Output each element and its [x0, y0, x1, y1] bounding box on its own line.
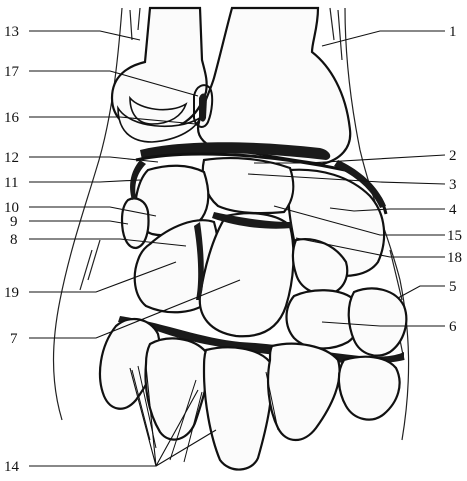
label-3: 3 [449, 177, 457, 193]
label-2: 2 [449, 148, 457, 164]
leader-9 [29, 221, 128, 224]
label-5: 5 [449, 279, 457, 295]
first-metacarpal-base [349, 288, 407, 355]
leader-12 [29, 157, 158, 162]
radioulnar-joint-cavity [199, 94, 207, 122]
leader-5 [398, 286, 445, 298]
label-16: 16 [4, 110, 20, 126]
label-14: 14 [4, 459, 20, 475]
label-12: 12 [4, 150, 19, 166]
lunate-bone [203, 158, 294, 213]
radius [198, 8, 350, 164]
label-8: 8 [10, 232, 18, 248]
second-metacarpal [268, 344, 340, 440]
leader-11 [29, 180, 140, 182]
fourth-metacarpal [146, 338, 209, 439]
label-19: 19 [4, 285, 19, 301]
label-15: 15 [447, 228, 462, 244]
label-11: 11 [4, 175, 18, 191]
third-metacarpal [204, 347, 272, 469]
label-7: 7 [10, 331, 18, 347]
label-13: 13 [4, 24, 19, 40]
label-4: 4 [449, 202, 457, 218]
label-1: 1 [449, 24, 457, 40]
label-6: 6 [449, 319, 457, 335]
label-18: 18 [447, 250, 462, 266]
label-9: 9 [10, 214, 18, 230]
label-17: 17 [4, 64, 20, 80]
first-metacarpal [339, 357, 400, 420]
leader-13 [29, 31, 140, 40]
